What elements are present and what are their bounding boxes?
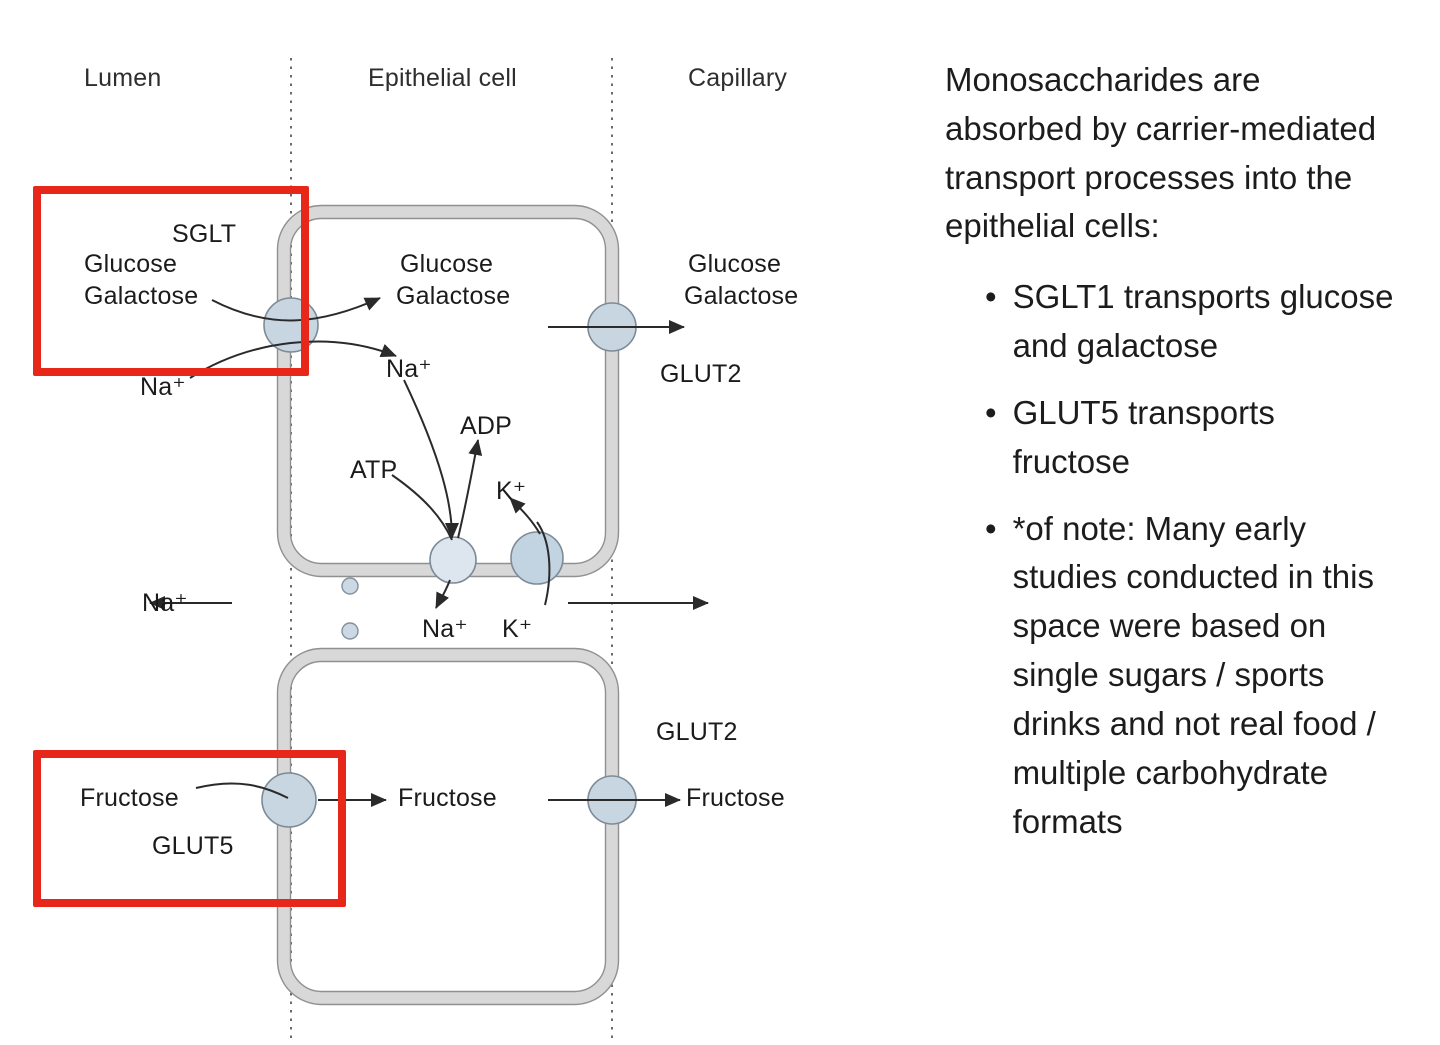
fructose-capillary-label: Fructose [686, 784, 785, 812]
pump-to-potassium-arrow [509, 497, 541, 535]
atp-to-pump-line [391, 474, 453, 541]
glucose-cell-label: Glucose [400, 250, 494, 278]
bullet-marker: • [985, 509, 997, 547]
bullet-list: • SGLT1 transports glucose and galactose… [945, 273, 1397, 846]
adp-label: ADP [460, 412, 513, 440]
potassium-baso-label: K⁺ [502, 615, 533, 643]
sodium-baso-left-label: Na⁺ [142, 589, 188, 617]
bullet-marker: • [985, 393, 997, 431]
free-ion-circle-1 [341, 577, 359, 595]
glucose-capillary-label: Glucose [688, 250, 782, 278]
bullet-marker: • [985, 278, 997, 316]
galactose-cell-label: Galactose [396, 282, 511, 310]
bullet-text: SGLT1 transports glucose and galactose [1012, 278, 1394, 365]
glut5-transporter-circle [261, 772, 317, 828]
absorption-diagram [149, 58, 709, 1042]
text-panel: Monosaccharides are absorbed by carrier-… [945, 56, 1397, 846]
transport-arrows [149, 297, 709, 807]
column-header-epithelial: Epithelial cell [368, 64, 517, 92]
sodium-baso-label: Na⁺ [422, 615, 468, 643]
column-header-lumen: Lumen [84, 64, 162, 92]
bullet-text: GLUT5 transports fructose [1012, 393, 1275, 480]
glut2-top-label: GLUT2 [660, 360, 742, 388]
bullet-item-glut5: • GLUT5 transports fructose [985, 389, 1397, 487]
free-ion-circle-2 [341, 622, 359, 640]
fructose-into-glut5-line [195, 782, 289, 799]
bullet-item-note: • *of note: Many early studies conducted… [985, 505, 1397, 847]
galactose-capillary-label: Galactose [684, 282, 799, 310]
sglt-label: SGLT [172, 220, 237, 248]
glut5-label: GLUT5 [152, 832, 234, 860]
fructose-lumen-label: Fructose [80, 784, 179, 812]
bullet-item-sglt1: • SGLT1 transports glucose and galactose [985, 273, 1397, 371]
potassium-baso-line [536, 521, 551, 606]
sodium-into-cell-arrow [189, 340, 397, 379]
panel-intro: Monosaccharides are absorbed by carrier-… [945, 61, 1377, 245]
na-k-pump-left-circle [429, 536, 477, 584]
column-header-capillary: Capillary [688, 64, 788, 92]
pump-to-adp-arrow [457, 439, 483, 539]
bullet-text: *of note: Many early studies conducted i… [1012, 509, 1376, 840]
sodium-lumen-label: Na⁺ [140, 373, 186, 401]
glut2-bottom-label: GLUT2 [656, 718, 738, 746]
sodium-cell-label: Na⁺ [386, 355, 432, 383]
na-k-pump-right-circle [510, 531, 564, 585]
galactose-lumen-label: Galactose [84, 282, 199, 310]
glucose-lumen-label: Glucose [84, 250, 178, 278]
sodium-to-pump-arrow [403, 379, 459, 539]
highlight-box-glut5 [33, 750, 346, 907]
highlight-box-sglt [33, 186, 309, 376]
glucose-into-cell-arrow [211, 297, 381, 322]
sodium-out-arrow [435, 579, 451, 609]
atp-label: ATP [350, 456, 398, 484]
potassium-cell-label: K⁺ [496, 477, 527, 505]
fructose-cell-label: Fructose [398, 784, 497, 812]
